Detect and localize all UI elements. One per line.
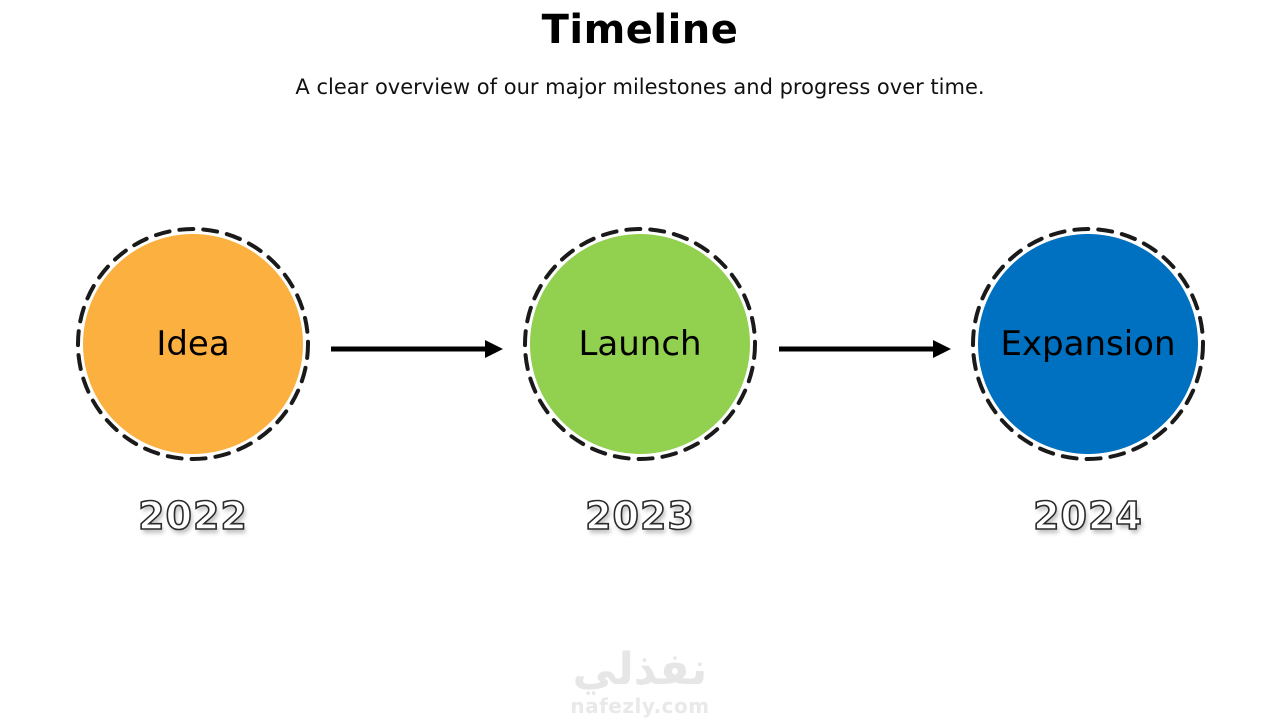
milestone-label: Expansion xyxy=(1000,324,1176,364)
page-subtitle: A clear overview of our major milestones… xyxy=(295,75,985,99)
arrow-right-icon xyxy=(331,340,503,358)
milestone-expansion: Expansion xyxy=(970,226,1206,462)
milestone-label: Launch xyxy=(578,324,702,364)
milestone-year: 2022 xyxy=(137,493,248,539)
dashed-ring xyxy=(523,227,757,461)
logo-arabic-text: نفذلي xyxy=(573,644,708,695)
milestone-launch: Launch xyxy=(522,226,758,462)
logo-domain: nafezly.com xyxy=(570,694,710,718)
watermark-logo: نفذلي nafezly.com xyxy=(540,640,740,720)
milestone-year: 2024 xyxy=(1032,493,1143,539)
milestone-circle: Expansion xyxy=(978,234,1198,454)
dashed-ring xyxy=(76,227,310,461)
dashed-ring xyxy=(971,227,1205,461)
milestone-label: Idea xyxy=(156,324,230,364)
milestone-idea: Idea xyxy=(75,226,311,462)
milestone-circle: Idea xyxy=(83,234,303,454)
milestone-year: 2023 xyxy=(584,493,695,539)
page-title: Timeline xyxy=(541,7,739,53)
logo-arabic-wordmark: نفذلي xyxy=(573,644,708,695)
arrow-right-icon xyxy=(779,340,951,358)
milestone-circle: Launch xyxy=(530,234,750,454)
